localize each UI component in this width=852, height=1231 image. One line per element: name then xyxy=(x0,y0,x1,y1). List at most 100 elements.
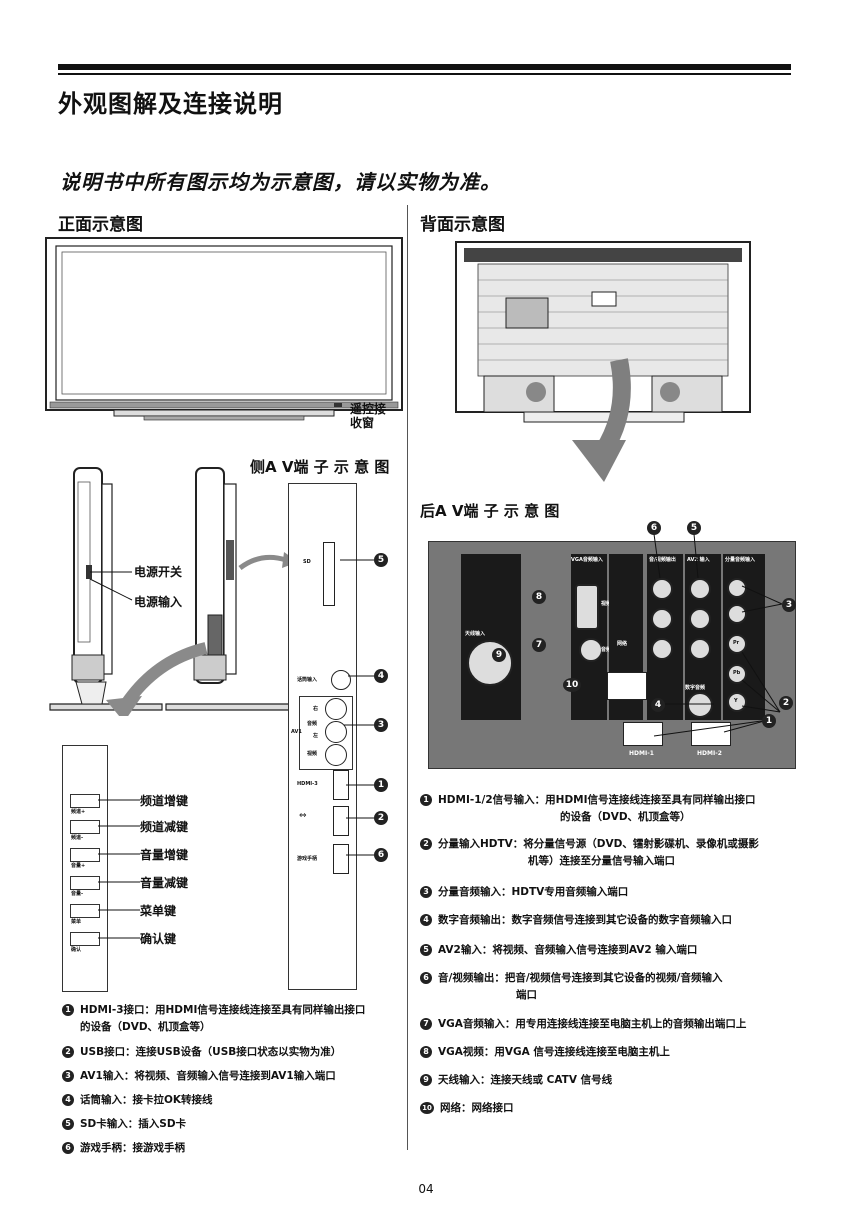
page-subtitle: 说明书中所有图示均为示意图，请以实物为准。 xyxy=(60,170,501,194)
av-out-label: 音/视频输出 xyxy=(649,557,676,563)
key-ok-label: 确认键 xyxy=(140,932,177,946)
callout-3-side: 3 xyxy=(374,718,388,732)
component-y-label: Y xyxy=(734,698,738,704)
right-item-2-line1: 分量输入HDTV：将分量信号源（DVD、镭射影碟机、录像机或摄影 xyxy=(438,838,759,850)
key-volume-up-label: 音量增键 xyxy=(140,848,189,862)
av-out-jack-video[interactable] xyxy=(651,638,673,660)
key-menu-label: 菜单键 xyxy=(140,904,177,918)
key-volume-down-tiny: 音量- xyxy=(71,891,84,897)
av1-jack-video xyxy=(325,744,347,766)
component-label: 分量音频输入 xyxy=(725,557,756,563)
key-ok[interactable] xyxy=(70,932,100,946)
component-pr-jack[interactable] xyxy=(727,634,747,654)
av2-jack-right[interactable] xyxy=(689,578,711,600)
hdmi2-port[interactable] xyxy=(691,722,731,746)
component-pb-label: Pb xyxy=(733,670,741,676)
right-item-1-line1: HDMI-1/2信号输入：用HDMI信号连接线连接至具有同样输出接口 xyxy=(438,794,756,806)
callout-6-rear: 6 xyxy=(647,521,661,535)
side-av-heading: 侧A V端 子 示 意 图 xyxy=(250,458,390,476)
network-port[interactable] xyxy=(607,672,647,700)
callout-2-side: 2 xyxy=(374,811,388,825)
component-pb-jack[interactable] xyxy=(727,664,747,684)
key-menu-tiny: 菜单 xyxy=(71,919,82,925)
vga-audio-jack[interactable] xyxy=(579,638,603,662)
component-y-jack[interactable] xyxy=(727,692,747,712)
vga-column xyxy=(571,554,607,720)
game-label: 游戏手柄 xyxy=(297,856,318,862)
av1-left-label: 左 xyxy=(313,733,319,739)
av2-jack-video[interactable] xyxy=(689,638,711,660)
key-channel-up[interactable] xyxy=(70,794,100,808)
front-heading: 正面示意图 xyxy=(58,215,143,235)
rear-av-heading: 后A V端 子 示 意 图 xyxy=(420,502,560,520)
right-item-9-line1: 天线输入：连接天线或 CATV 信号线 xyxy=(438,1074,613,1086)
right-item-2-line2: 机等）连接至分量信号输入端口 xyxy=(528,855,675,867)
side-terminal-panel: SD 话筒输入 AV1 右 音频 左 视频 HDMI-3 ⇔ 游戏手柄 xyxy=(288,483,357,990)
av-out-jack-right[interactable] xyxy=(651,578,673,600)
list-number: 2 xyxy=(420,838,432,850)
list-number: 10 xyxy=(420,1102,434,1114)
key-channel-down-label: 频道减键 xyxy=(140,820,189,834)
list-number: 5 xyxy=(62,1118,74,1130)
antenna-column xyxy=(461,554,521,720)
antenna-label: 天线输入 xyxy=(465,631,486,637)
sd-slot xyxy=(323,542,335,606)
callout-4-rear: 4 xyxy=(651,698,665,712)
key-channel-down-tiny: 频道- xyxy=(71,835,84,841)
digital-audio-jack[interactable] xyxy=(687,692,713,718)
right-item-5-line1: AV2输入：将视频、音频输入信号连接到AV2 输入端口 xyxy=(438,944,698,956)
remote-sensor-label: 遥控接 收窗 xyxy=(350,402,386,430)
key-volume-up[interactable] xyxy=(70,848,100,862)
earphone-jack xyxy=(331,670,351,690)
list-number: 5 xyxy=(420,944,432,956)
callout-5-rear: 5 xyxy=(687,521,701,535)
key-volume-down-label: 音量减键 xyxy=(140,876,189,890)
list-number: 3 xyxy=(62,1070,74,1082)
list-number: 8 xyxy=(420,1046,432,1058)
av-out-jack-left[interactable] xyxy=(651,608,673,630)
callout-1-rear: 1 xyxy=(762,714,776,728)
top-rule-thin xyxy=(58,73,791,75)
rear-terminal-panel: 天线输入 VGA音频输入 视频 音频 网络 音/视频输出 AV2 输入 数字音频… xyxy=(428,541,796,769)
vga-port[interactable] xyxy=(575,584,599,630)
key-menu[interactable] xyxy=(70,904,100,918)
key-channel-down[interactable] xyxy=(70,820,100,834)
antenna-jack[interactable] xyxy=(467,640,513,686)
vga-audio-short-label: 音频 xyxy=(601,647,612,653)
left-item-2-line1: USB接口：连接USB设备（USB接口状态以实物为准） xyxy=(80,1046,342,1058)
callout-8-rear: 8 xyxy=(532,590,546,604)
right-list-item: 8 VGA视频：用VGA 信号连接线连接至电脑主机上 xyxy=(420,1044,670,1061)
key-volume-down[interactable] xyxy=(70,876,100,890)
left-item-1-line1: HDMI-3接口：用HDMI信号连接线连接至具有同样输出接口 xyxy=(80,1004,366,1016)
list-number: 4 xyxy=(420,914,432,926)
av1-jack-left xyxy=(325,721,347,743)
hdmi1-port[interactable] xyxy=(623,722,663,746)
av1-label: AV1 xyxy=(291,729,302,735)
back-heading: 背面示意图 xyxy=(420,215,505,235)
remote-sensor-label-1: 遥控接 xyxy=(350,402,387,416)
right-list-item: 5 AV2输入：将视频、音频输入信号连接到AV2 输入端口 xyxy=(420,942,697,959)
av2-label: AV2 输入 xyxy=(687,557,710,563)
list-number: 6 xyxy=(420,972,432,984)
left-item-1-line2: 的设备（DVD、机顶盒等） xyxy=(80,1021,211,1033)
page-title: 外观图解及连接说明 xyxy=(58,90,283,118)
right-item-8-line1: VGA视频：用VGA 信号连接线连接至电脑主机上 xyxy=(438,1046,670,1058)
game-port xyxy=(333,844,349,874)
av2-jack-left[interactable] xyxy=(689,608,711,630)
side-tv-diagram xyxy=(49,467,298,716)
usb-port xyxy=(333,806,349,836)
component-pr-label: Pr xyxy=(733,640,740,646)
component-audio-left[interactable] xyxy=(727,604,747,624)
callout-2-rear: 2 xyxy=(779,696,793,710)
left-item-4-line1: 话筒输入：接卡拉OK转接线 xyxy=(80,1094,213,1106)
key-pointer-lines xyxy=(98,799,140,939)
